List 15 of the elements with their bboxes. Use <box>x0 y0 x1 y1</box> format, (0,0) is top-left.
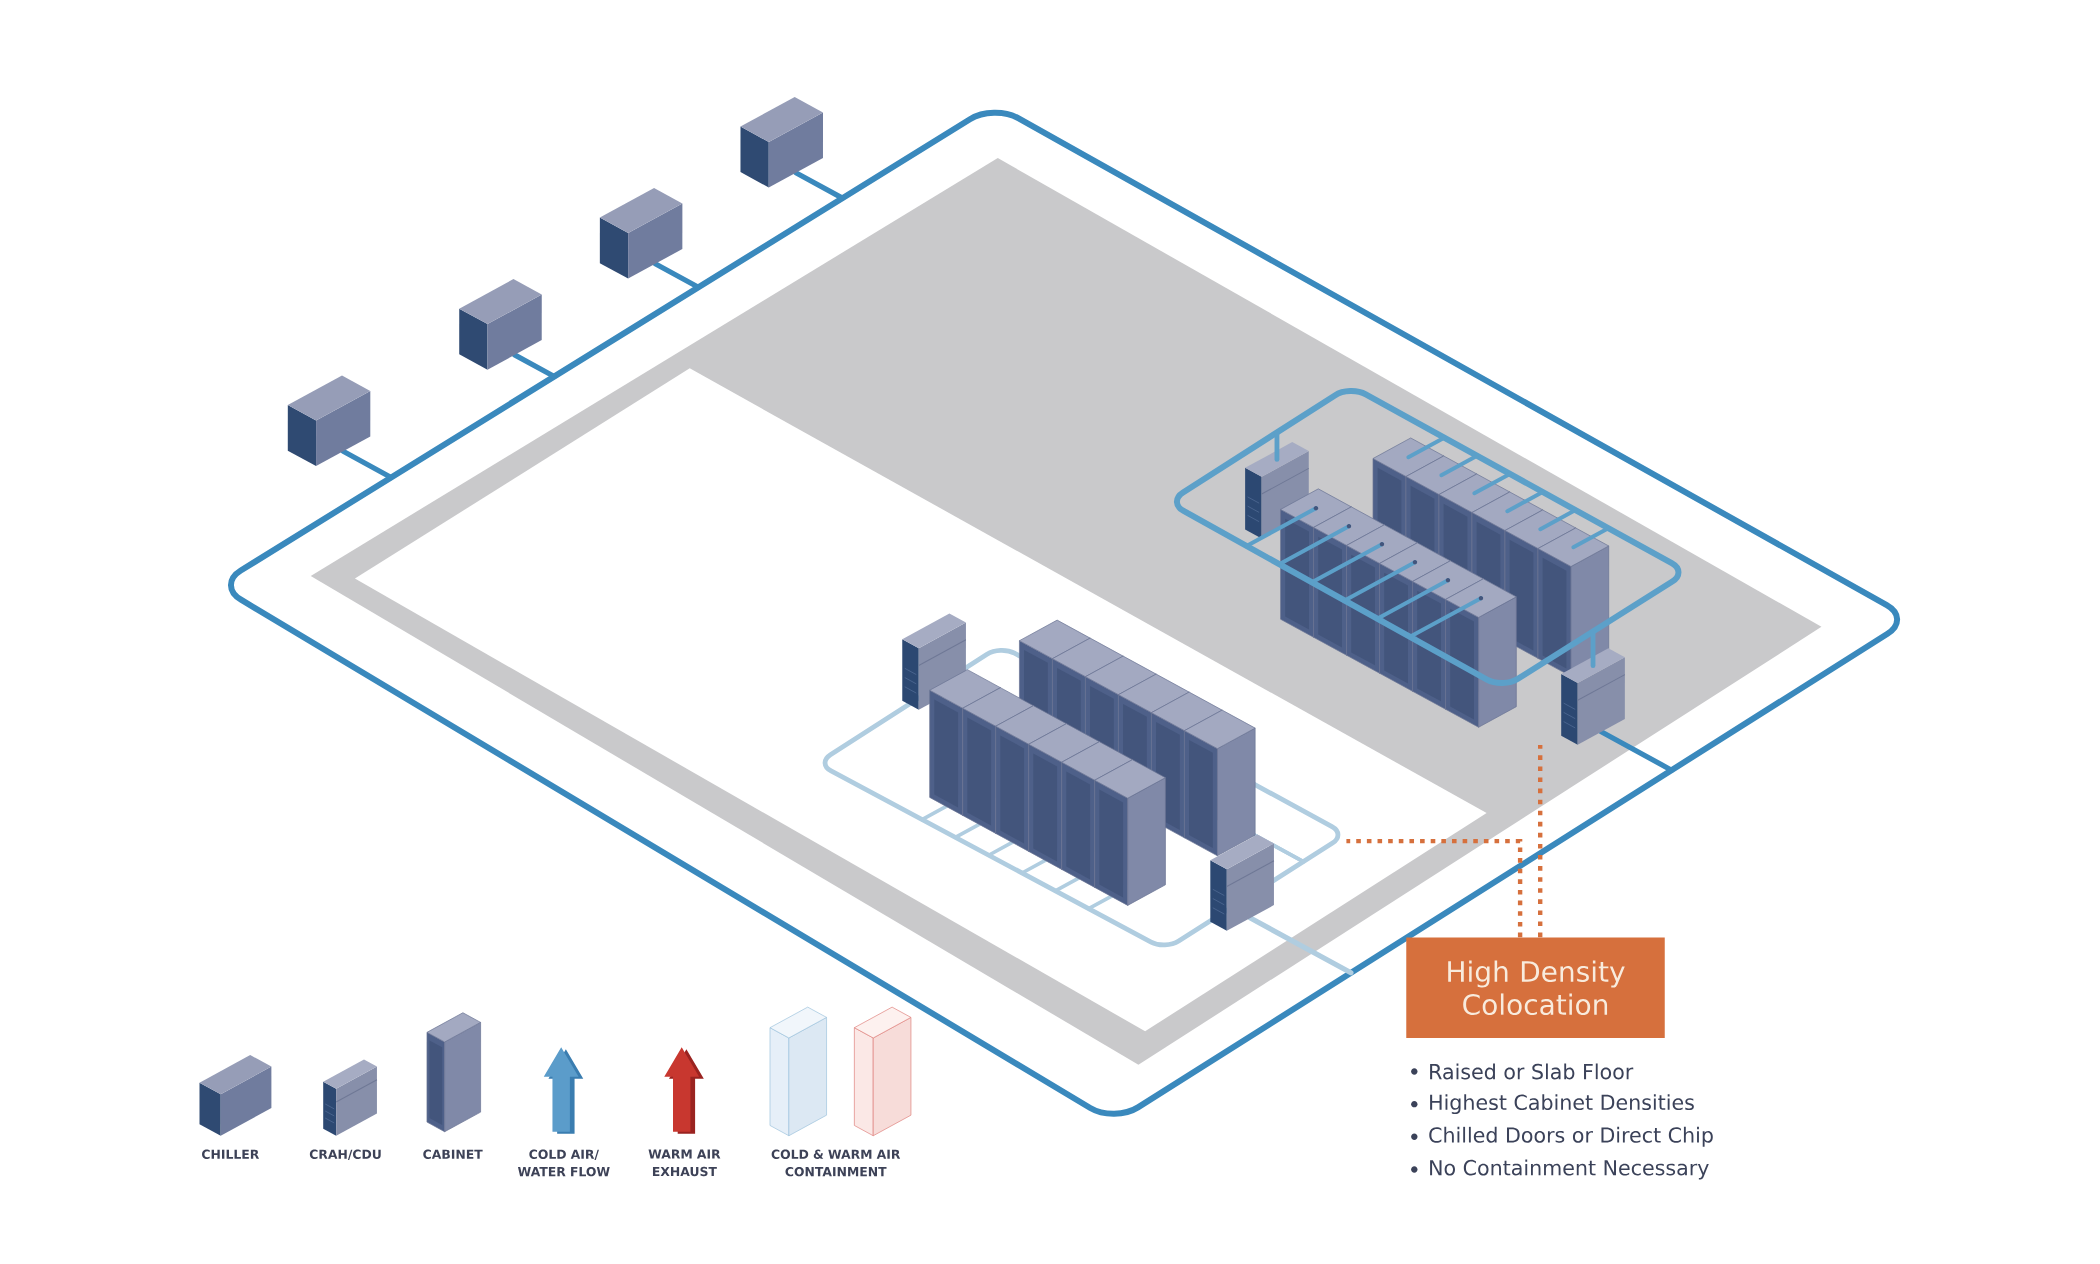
leader-line <box>1346 838 1523 937</box>
bullet-text: Chilled Doors or Direct Chip <box>1429 1126 1713 1147</box>
legend-label: COLD AIR/ WATER FLOW <box>517 1149 610 1177</box>
server-rack-cluster <box>822 613 1341 948</box>
legend-label: CRAH/CDU <box>309 1149 381 1160</box>
legend-label: WARM AIR EXHAUST <box>648 1149 721 1176</box>
bullet-text: No Containment Necessary <box>1430 1159 1709 1180</box>
legend-label: CHILLER <box>202 1149 260 1159</box>
legend-label: COLD & WARM AIR CONTAINMENT <box>771 1149 901 1177</box>
callout-box: High Density Colocation <box>1406 937 1665 1038</box>
bullet-text: Raised or Slab Floor <box>1430 1063 1634 1080</box>
leader-line <box>1538 744 1543 937</box>
server-rack-cluster <box>1173 388 1682 745</box>
legend-label: CABINET <box>423 1149 483 1159</box>
bullet-text: Highest Cabinet Densities <box>1430 1094 1694 1114</box>
